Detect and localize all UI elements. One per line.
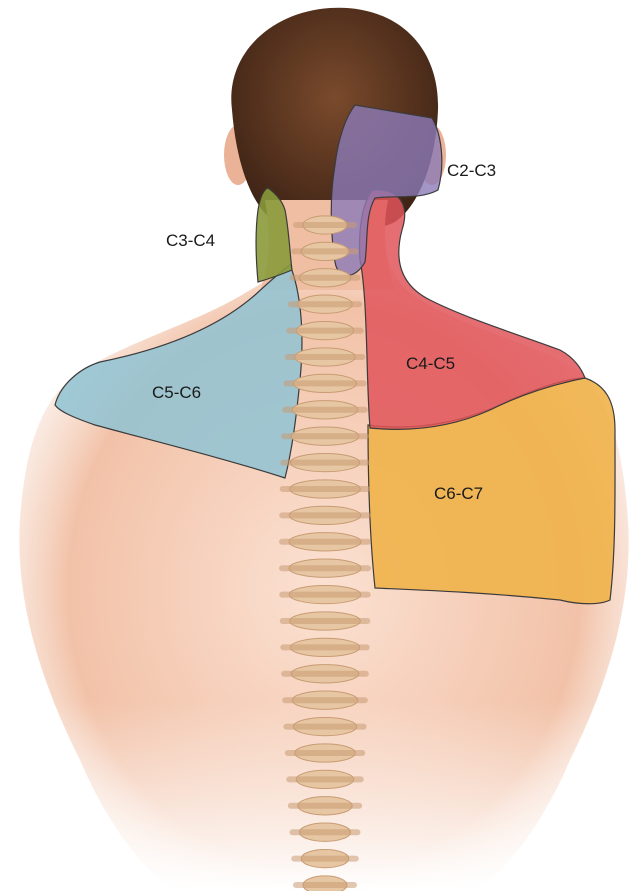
vertebra-process	[288, 803, 362, 809]
label-c2-c3: C2-C3	[447, 161, 496, 180]
vertebra-process	[280, 460, 369, 466]
label-c4-c5: C4-C5	[406, 354, 455, 373]
vertebra-process	[285, 750, 365, 756]
vertebra-process	[291, 856, 359, 862]
vertebra-process	[291, 248, 359, 254]
vertebra-process	[290, 275, 361, 281]
vertebra-process	[290, 829, 361, 835]
vertebra-process	[281, 433, 369, 439]
vertebra-process	[280, 644, 369, 650]
vertebra-process	[293, 222, 357, 228]
vertebra-process	[279, 512, 371, 518]
label-c3-c4: C3-C4	[166, 231, 215, 250]
vertebra-process	[293, 882, 357, 888]
vertebra-process	[288, 301, 362, 307]
vertebra-process	[283, 724, 366, 730]
vertebra-process	[282, 407, 368, 413]
vertebra-process	[279, 539, 371, 545]
vertebra-process	[281, 671, 369, 677]
vertebra-process	[283, 380, 366, 386]
vertebra-process	[285, 354, 365, 360]
label-c5-c6: C5-C6	[152, 383, 201, 402]
vertebra-process	[286, 776, 363, 782]
label-c6-c7: C6-C7	[434, 484, 483, 503]
vertebra-process	[280, 618, 371, 624]
vertebra-process	[282, 697, 368, 703]
vertebra-process	[279, 592, 371, 598]
vertebra-process	[279, 565, 371, 571]
vertebra-process	[280, 486, 371, 492]
vertebra-process	[286, 328, 363, 334]
